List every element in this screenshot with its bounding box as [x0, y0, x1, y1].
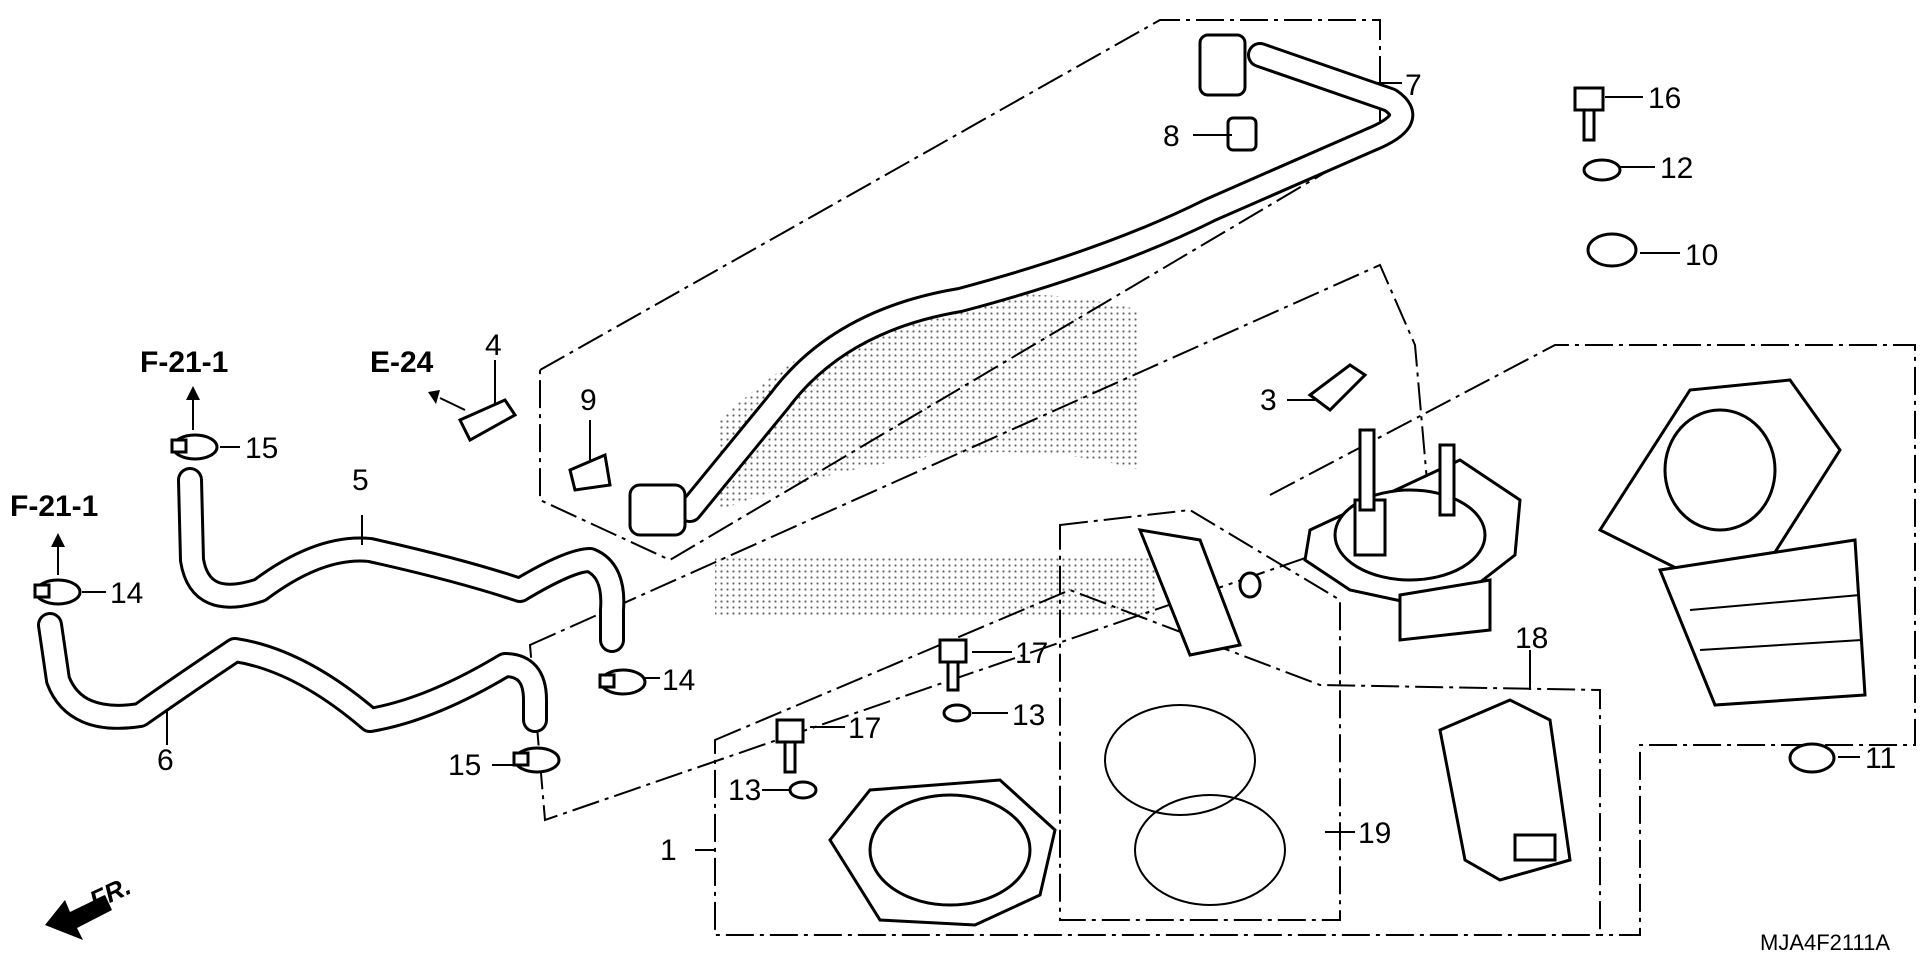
grommet-11	[1788, 742, 1836, 774]
group-outline-7	[539, 19, 1381, 562]
group-outline-19	[1059, 508, 1341, 921]
washer-13-upper	[942, 703, 972, 723]
fuel-pump-assembly	[1303, 428, 1522, 642]
callout-9: 9	[580, 384, 597, 417]
bolt-16	[1573, 86, 1605, 142]
callout-14-mid: 14	[662, 664, 695, 697]
front-direction-arrow	[45, 895, 112, 940]
callout-3: 3	[1260, 384, 1277, 417]
leader-lines	[82, 82, 1860, 851]
callout-16: 16	[1648, 82, 1681, 115]
fuel-level-sender-18	[1438, 698, 1572, 882]
callout-11: 11	[1865, 742, 1896, 775]
watermark-logo	[715, 294, 1155, 615]
washer-13-lower	[788, 780, 818, 800]
fuel-hose-7	[628, 33, 1415, 537]
clamp-9	[568, 452, 612, 492]
ref-e24[interactable]: E-24	[370, 346, 434, 379]
callout-10: 10	[1685, 239, 1718, 272]
hose-clip-15-top	[170, 433, 219, 461]
ref-f21-top[interactable]: F-21-1	[140, 346, 228, 379]
gasket-1	[828, 778, 1057, 927]
hose-clip-15-mid	[512, 746, 561, 774]
clamp-4	[457, 398, 518, 443]
callout-17-upper: 17	[1015, 637, 1048, 670]
hose-clip-14-left	[33, 578, 82, 606]
pressure-regulator-19	[1104, 528, 1286, 906]
callout-labels: 1 3 4 5 6 7 8 9 10 11 12 13 13 14 14 15 …	[110, 69, 1896, 867]
breather-hose-6	[37, 612, 548, 733]
callout-14-left: 14	[110, 577, 143, 610]
callout-13-lower: 13	[728, 774, 761, 807]
diagram-code: MJA4F2111A	[1760, 930, 1890, 955]
callout-12: 12	[1660, 152, 1693, 185]
bolt-17-lower	[775, 718, 805, 774]
callout-19: 19	[1358, 817, 1391, 850]
connector-3	[1307, 363, 1368, 412]
callout-13-upper: 13	[1012, 699, 1045, 732]
callout-17-lower: 17	[848, 712, 881, 745]
washer-12	[1582, 158, 1622, 182]
group-outline-1	[714, 588, 1601, 936]
callout-15-mid: 15	[448, 749, 481, 782]
group-outline-2	[528, 263, 1432, 822]
callout-4: 4	[485, 329, 502, 362]
callout-5: 5	[352, 464, 369, 497]
hose-clip-14-mid	[598, 668, 647, 696]
ref-f21-left[interactable]: F-21-1	[10, 490, 98, 523]
bolt-17-upper	[938, 638, 968, 692]
fuel-filter-housing	[1597, 378, 1867, 707]
callout-18: 18	[1515, 622, 1548, 655]
breather-hose-5	[177, 467, 626, 653]
callout-8: 8	[1163, 120, 1180, 153]
callout-15-top: 15	[245, 432, 278, 465]
group-outline-filter	[1269, 344, 1916, 936]
grommet-10	[1586, 232, 1638, 268]
callout-1: 1	[660, 834, 677, 867]
callout-6: 6	[157, 744, 174, 777]
callout-7: 7	[1405, 69, 1422, 102]
ref-arrows	[51, 386, 466, 575]
